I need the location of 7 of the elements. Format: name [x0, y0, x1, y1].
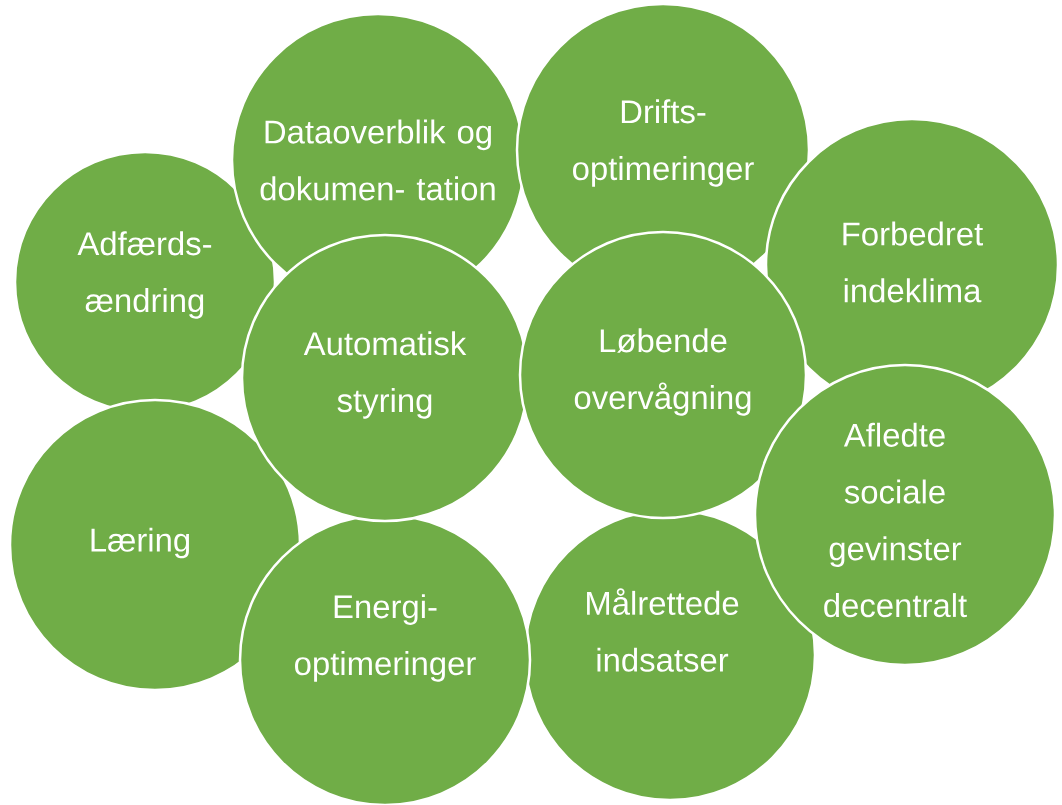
circle-node: Løbende overvågning: [518, 230, 808, 520]
circle-node: Energi- optimeringer: [238, 513, 532, 805]
circle-node: Afledte sociale gevinster decentralt: [753, 363, 1057, 667]
node-label: Afledte sociale gevinster decentralt: [824, 422, 967, 618]
circle-node: Målrettede indsatser: [523, 508, 817, 802]
circle-node: Automatisk styring: [240, 233, 530, 523]
node-label: Forbedret indeklima: [843, 221, 984, 303]
